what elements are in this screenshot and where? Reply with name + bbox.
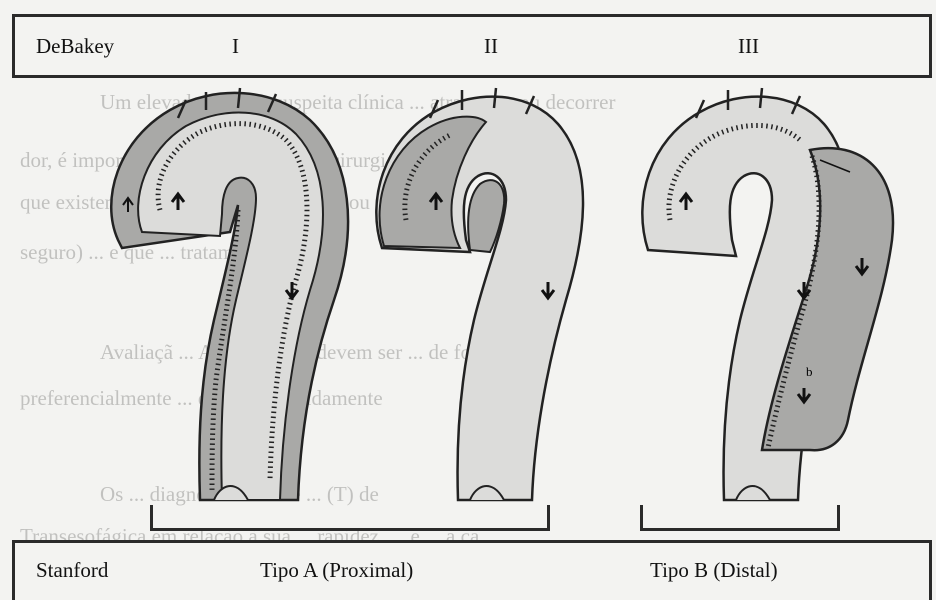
stanford-label: Stanford [36,558,108,583]
stanford-footer-box [12,540,932,600]
stanford-type-a: Tipo A (Proximal) [260,558,413,583]
panel-letter-b: b [806,364,813,379]
stanford-type-b: Tipo B (Distal) [650,558,778,583]
aorta-type-1 [111,88,348,500]
aorta-type-2 [376,88,583,500]
stanford-b-bracket [640,505,840,531]
aorta-type-3: b [642,88,893,500]
stanford-a-bracket [150,505,550,531]
